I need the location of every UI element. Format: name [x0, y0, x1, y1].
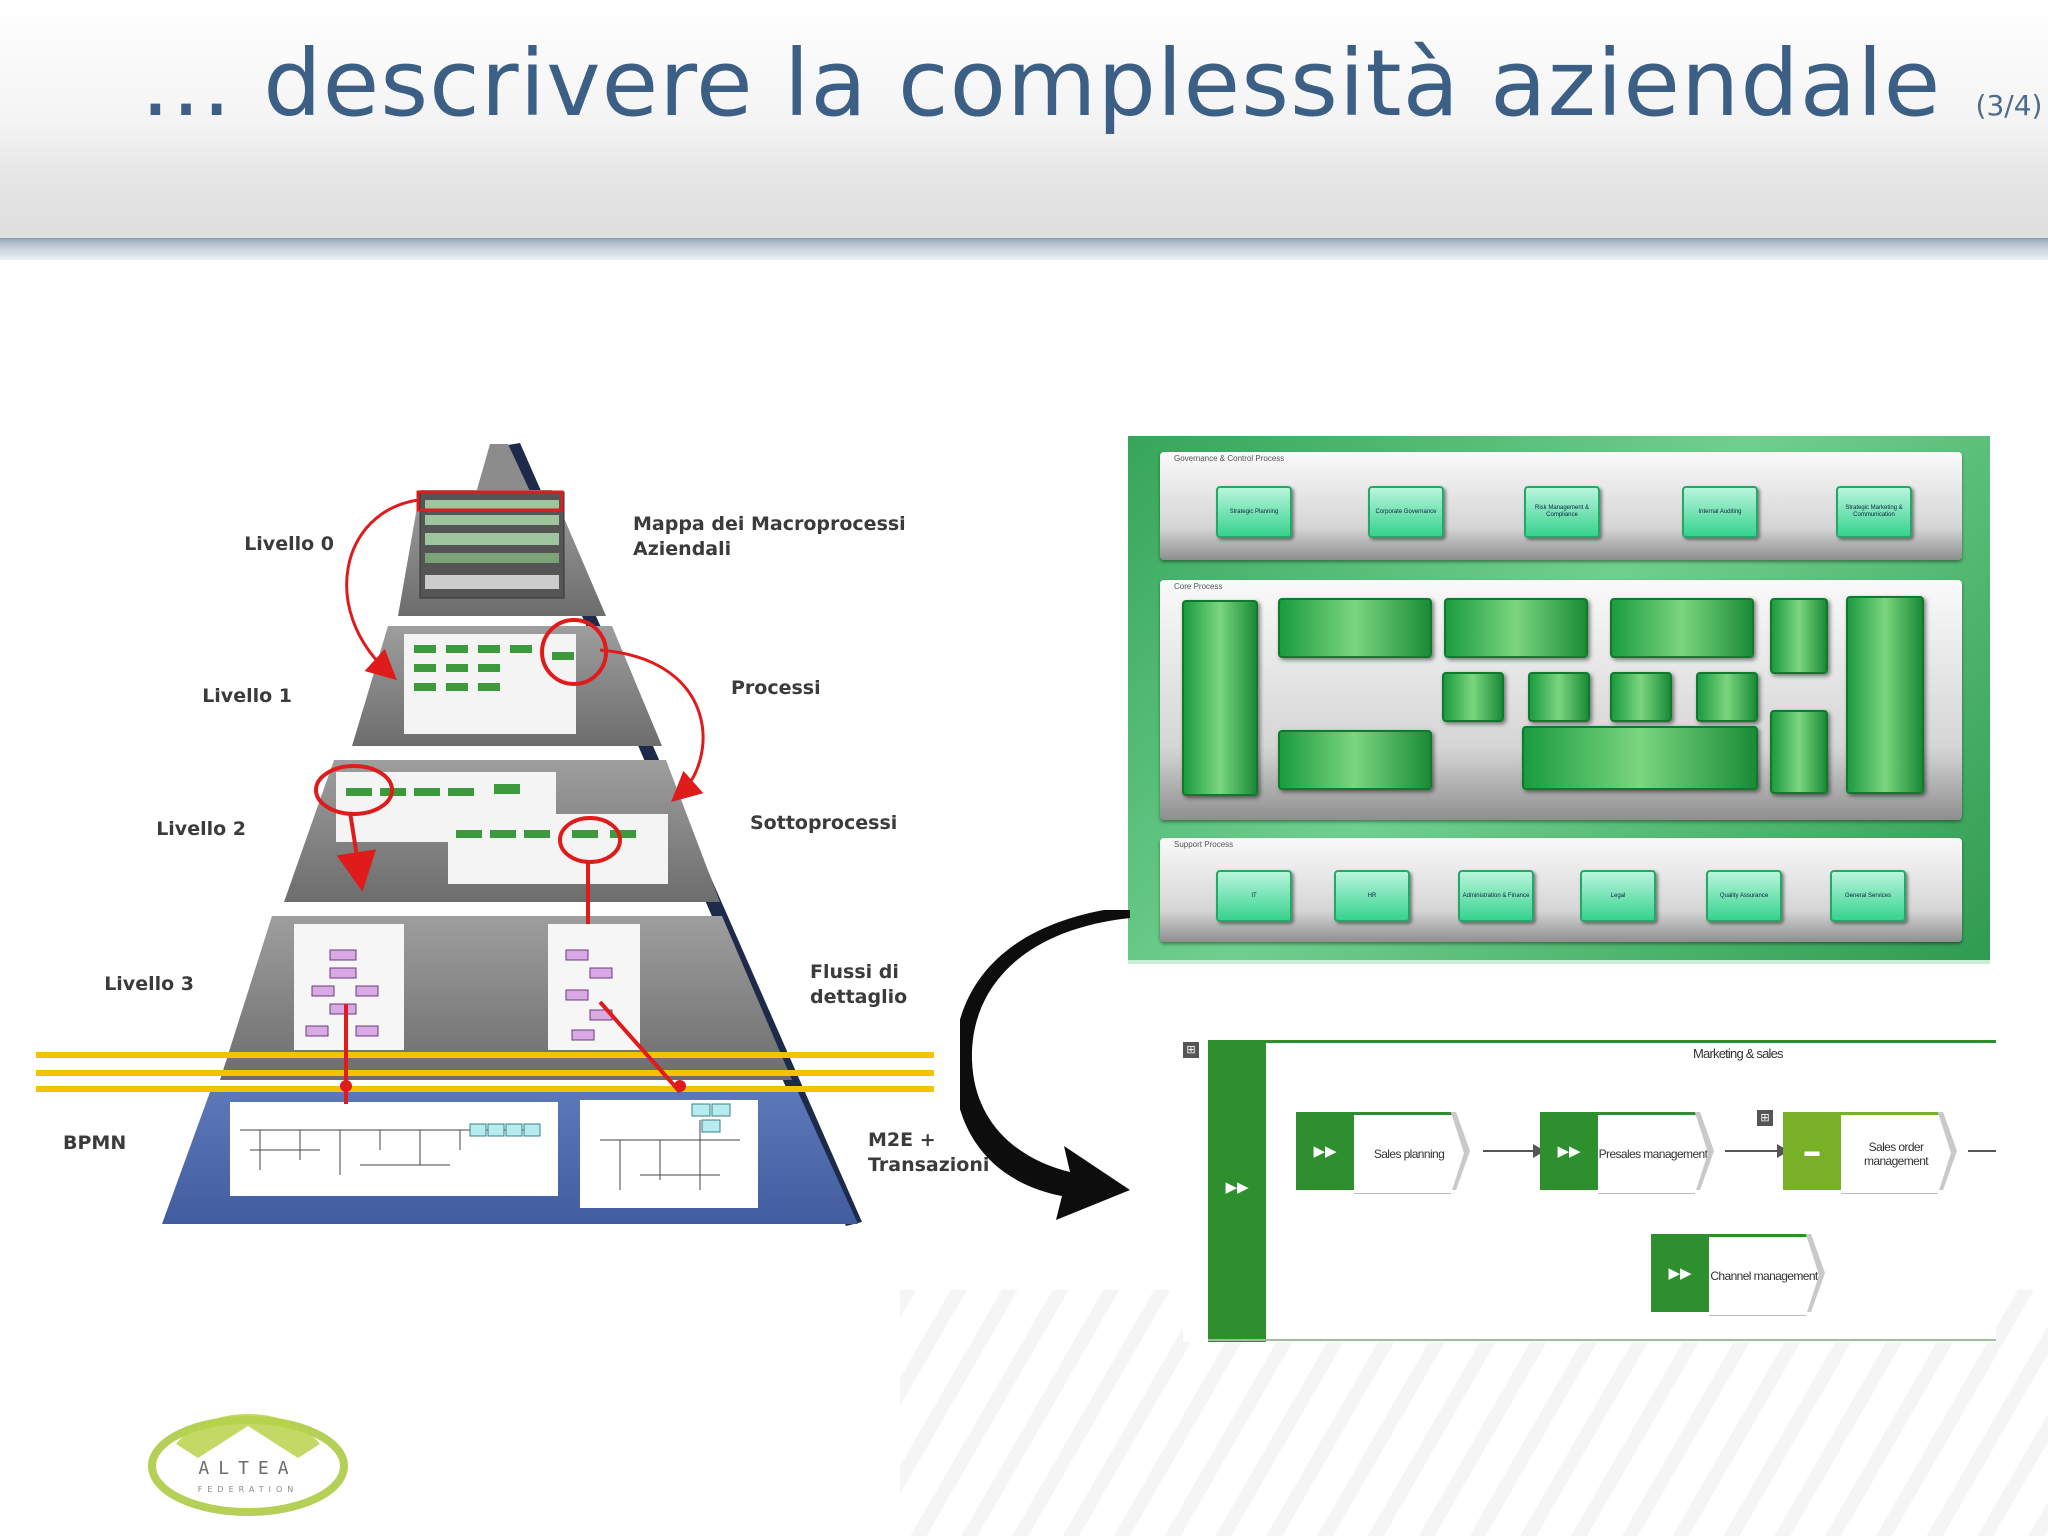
core-block	[1696, 672, 1758, 722]
lane-icon: ▶▶	[1225, 1179, 1249, 1196]
support-item: IT	[1216, 870, 1292, 922]
label-processi: Processi	[731, 677, 821, 699]
separator-band-1	[36, 1052, 934, 1058]
support-item: Quality Assurance	[1706, 870, 1782, 922]
core-block	[1444, 598, 1588, 658]
core-block	[1522, 726, 1758, 790]
label-m2e: M2E + Transazioni	[868, 1128, 989, 1178]
page-title: … descrivere la complessità aziendale (3…	[140, 30, 2042, 137]
label-livello-1: Livello 1	[202, 685, 292, 707]
flow-arrow	[1483, 1150, 1535, 1152]
label-bpmn: BPMN	[63, 1132, 127, 1154]
separator-band-3	[36, 1086, 934, 1092]
flow-continuation	[1968, 1150, 1996, 1152]
arrow-l1-to-l2	[599, 648, 705, 803]
arrow-l0-to-l1	[345, 498, 419, 681]
process-step-icon: ▶▶	[1296, 1112, 1354, 1190]
core-block	[1610, 672, 1672, 722]
support-item: Administration & Finance	[1458, 870, 1534, 922]
governance-item: Strategic Marketing & Communication	[1836, 486, 1912, 538]
support-band-title: Support Process	[1174, 840, 1234, 849]
header-rule	[0, 238, 2048, 260]
label-macroprocessi-line-2: Aziendali	[633, 538, 732, 560]
arrow-l2-a	[336, 811, 377, 892]
process-detail-panel: ⊞ ▶▶ Marketing & sales ▶▶ Sales planning…	[1183, 1040, 1996, 1342]
process-step-icon: ▶▶	[1540, 1112, 1598, 1190]
core-block	[1182, 600, 1258, 796]
support-band: Support Process IT HR Administration & F…	[1160, 838, 1962, 942]
governance-band-title: Governance & Control Process	[1174, 454, 1285, 463]
process-step-label: Presales management	[1598, 1112, 1708, 1194]
bpmn-diagram-a	[230, 1102, 558, 1196]
core-block	[1442, 672, 1504, 722]
header-background	[0, 0, 2048, 245]
core-block	[1278, 598, 1432, 658]
process-step-label: Channel management	[1709, 1234, 1819, 1316]
core-block	[1770, 710, 1828, 794]
bpmn-diagram-b	[580, 1100, 758, 1208]
label-livello-2: Livello 2	[156, 818, 246, 840]
arrow-l3-b	[598, 1000, 682, 1094]
level-2-highlight-a	[314, 764, 394, 816]
core-band-title: Core Process	[1174, 582, 1223, 591]
process-pyramid	[36, 443, 934, 1226]
label-livello-3: Livello 3	[104, 973, 194, 995]
title-text: … descrivere la complessità aziendale	[140, 30, 1942, 137]
pyramid-apex	[474, 444, 534, 500]
process-map-panel: Governance & Control Process Strategic P…	[1128, 436, 1990, 964]
label-m2e-line-1: M2E +	[868, 1129, 936, 1151]
core-block	[1278, 730, 1432, 790]
hierarchy-icon: ⊞	[1183, 1042, 1199, 1058]
label-m2e-line-2: Transazioni	[868, 1154, 990, 1176]
lane-bottom-border	[1208, 1339, 1996, 1341]
support-item: General Services	[1830, 870, 1906, 922]
core-band: Core Process	[1160, 580, 1962, 820]
governance-item: Risk Management & Compliance	[1524, 486, 1600, 538]
support-item: HR	[1334, 870, 1410, 922]
label-flussi: Flussi di dettaglio	[810, 960, 907, 1010]
core-block	[1770, 598, 1828, 674]
flow-arrow	[1725, 1150, 1779, 1152]
support-item: Legal	[1580, 870, 1656, 922]
logo-tagline: FEDERATION	[198, 1485, 298, 1494]
lane-top-border	[1208, 1040, 1996, 1043]
governance-item: Corporate Governance	[1368, 486, 1444, 538]
core-block	[1528, 672, 1590, 722]
process-step-label: Sales order management	[1841, 1112, 1951, 1194]
label-flussi-line-1: Flussi di	[810, 961, 899, 983]
governance-item: Internal Auditing	[1682, 486, 1758, 538]
core-block	[1610, 598, 1754, 658]
process-step-icon: ▶▶	[1651, 1234, 1709, 1312]
label-sottoprocessi: Sottoprocessi	[750, 812, 898, 834]
process-step-icon: ▬	[1783, 1112, 1841, 1190]
lane-title: Marketing & sales	[1693, 1046, 1784, 1061]
curved-connector-arrow	[960, 910, 1130, 1220]
title-page-indicator: (3/4)	[1975, 89, 2043, 122]
core-block	[1846, 596, 1924, 794]
governance-item: Strategic Planning	[1216, 486, 1292, 538]
logo-wordmark: ALTEA	[198, 1458, 297, 1479]
separator-band-2	[36, 1070, 934, 1076]
label-livello-0: Livello 0	[244, 533, 334, 555]
label-macroprocessi-line-1: Mappa dei Macroprocessi	[633, 513, 906, 535]
subprocess-icon: ⊞	[1757, 1110, 1773, 1126]
process-step-label: Sales planning	[1354, 1112, 1464, 1194]
level-2-subprocess-b	[448, 814, 668, 884]
governance-band: Governance & Control Process Strategic P…	[1160, 452, 1962, 560]
label-flussi-line-2: dettaglio	[810, 986, 908, 1008]
altea-federation-logo: ALTEA FEDERATION	[148, 1414, 348, 1516]
lane-header-bar	[1208, 1040, 1266, 1342]
